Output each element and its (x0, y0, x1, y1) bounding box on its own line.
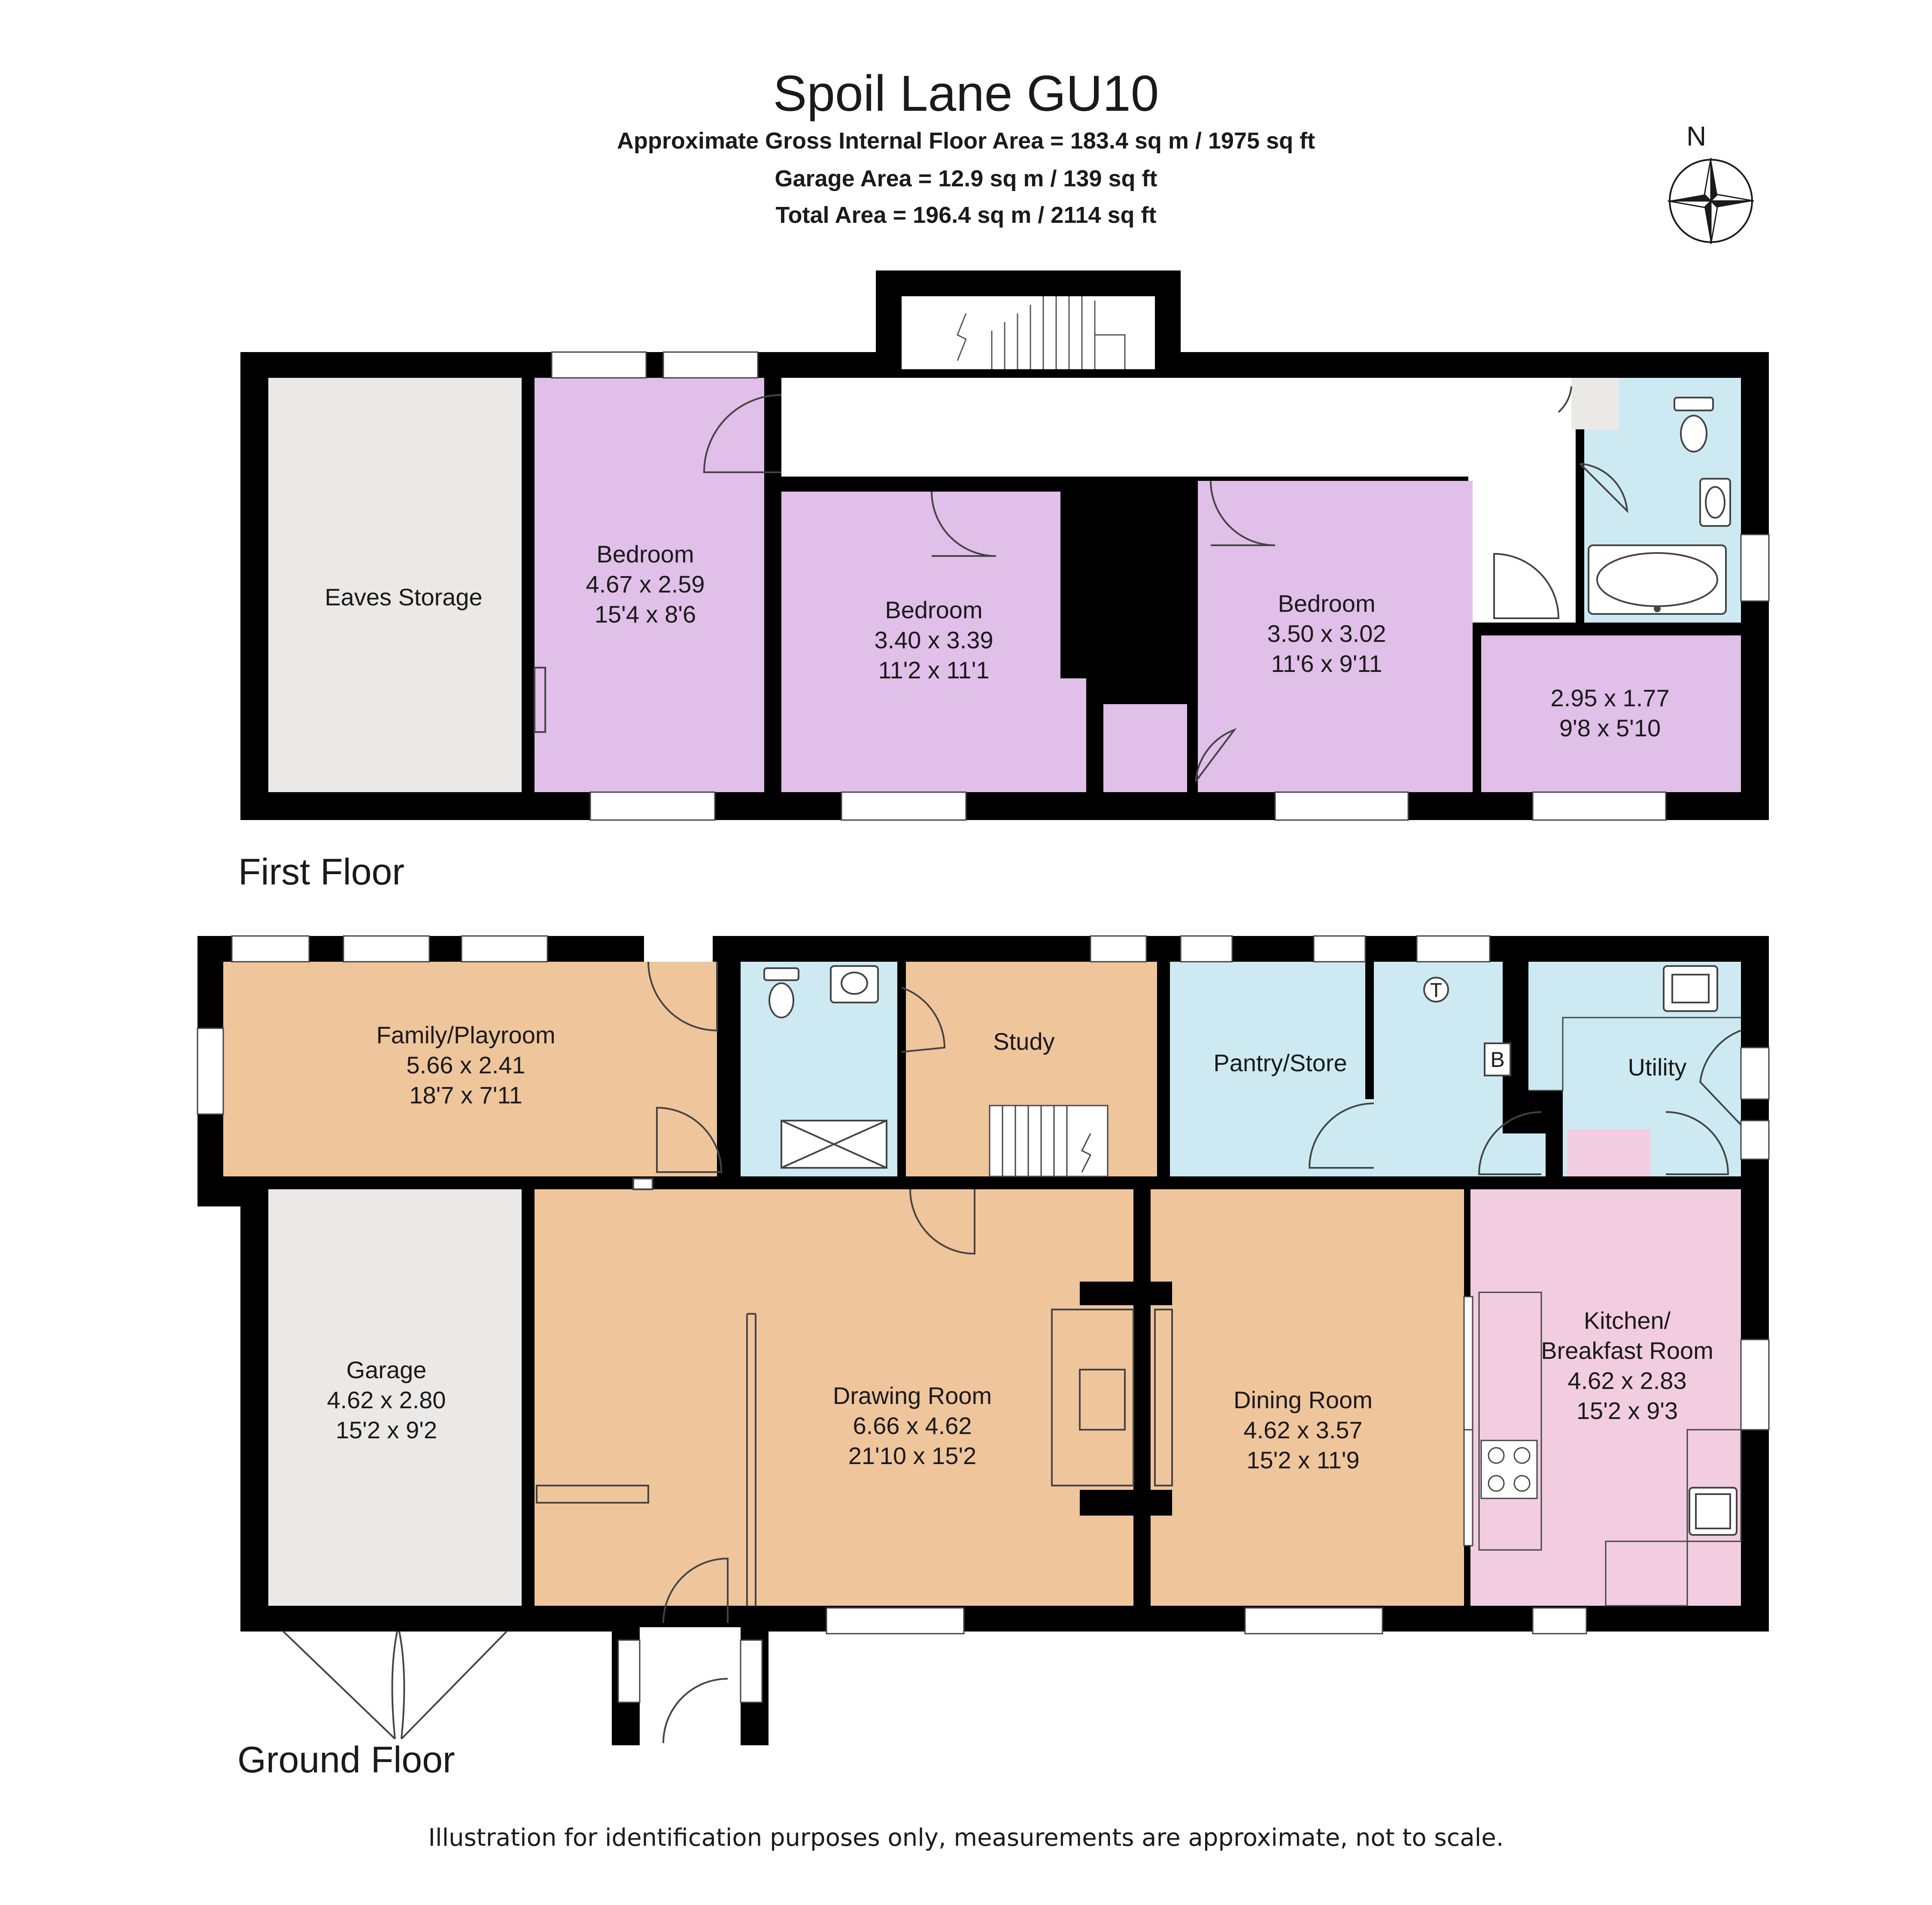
dining-metric: 4.62 x 3.57 (1243, 1416, 1362, 1443)
bedroom3-imperial: 11'6 x 9'11 (1271, 650, 1382, 677)
small-room-metric: 2.95 x 1.77 (1550, 684, 1669, 711)
first-floor-cupboard (1103, 704, 1187, 792)
first-floor-windows (551, 351, 1770, 821)
bath-icon (1588, 544, 1727, 615)
drawing-name: Drawing Room (833, 1382, 992, 1409)
dining-name: Dining Room (1233, 1386, 1373, 1413)
dressing-room (1481, 635, 1741, 792)
drawing-metric: 6.66 x 4.62 (853, 1412, 972, 1439)
garage-imperial: 15'2 x 9'2 (336, 1416, 437, 1443)
drawing-imperial: 21'10 x 15'2 (848, 1442, 977, 1469)
first-floor-plan: Eaves Storage Bedroom 4.67 x 2.59 15'4 x… (240, 270, 1770, 821)
sink-icon (1699, 478, 1731, 527)
family-metric: 5.66 x 2.41 (406, 1051, 525, 1079)
boiler-icon (1484, 1042, 1511, 1076)
bedroom2-metric: 3.40 x 3.39 (874, 626, 993, 653)
bedroom3-metric: 3.50 x 3.02 (1267, 620, 1386, 647)
compass-icon (1668, 158, 1754, 244)
bedroom3-name: Bedroom (1278, 590, 1375, 617)
garage-area-text: Garage Area = 12.9 sq m / 139 sq ft (775, 166, 1157, 191)
drawing-room (535, 1189, 1133, 1606)
family-name: Family/Playroom (377, 1021, 556, 1048)
toilet-icon (1674, 397, 1714, 453)
bedroom2-imperial: 11'2 x 11'1 (878, 656, 989, 684)
bedroom1-metric: 4.67 x 2.59 (586, 571, 705, 598)
kitchen-metric: 4.62 x 2.83 (1567, 1367, 1686, 1394)
kitchen-imperial: 15'2 x 9'3 (1577, 1397, 1678, 1424)
bedroom2-name: Bedroom (885, 596, 982, 623)
study-name: Study (993, 1028, 1054, 1055)
utility-name: Utility (1628, 1054, 1687, 1081)
ground-floor-label: Ground Floor (237, 1739, 455, 1780)
tank-symbol: T (1430, 979, 1442, 1001)
garage-name: Garage (346, 1356, 427, 1383)
kitchen-name-line2: Breakfast Room (1541, 1337, 1713, 1364)
ground-floor-stairs (989, 1105, 1109, 1177)
eaves-storage-label: Eaves Storage (325, 583, 482, 611)
bedroom-3 (1198, 481, 1473, 792)
landing (781, 378, 1576, 477)
garage-metric: 4.62 x 2.80 (327, 1386, 446, 1413)
ground-floor-doors (536, 961, 1742, 1744)
first-floor-doors (534, 386, 1628, 782)
dining-imperial: 15'2 x 11'9 (1246, 1446, 1359, 1474)
first-floor-stairs (957, 296, 1126, 369)
ground-floor-plan: T B Family/Playroom 5.66 x 2.41 18'7 x 7… (197, 935, 1770, 1745)
ground-toilet-icon (763, 967, 799, 1018)
bedroom1-name: Bedroom (596, 541, 694, 568)
stairwell (902, 296, 1155, 369)
hob-icon (1480, 1440, 1538, 1499)
north-label: N (1686, 121, 1707, 152)
ground-sink-icon (830, 965, 879, 1003)
floorplan-title: Spoil Lane GU10 (773, 65, 1159, 122)
porch (640, 1627, 741, 1745)
garage-doors (283, 1631, 507, 1740)
eaves-storage-room (268, 378, 522, 792)
first-floor-label: First Floor (238, 851, 404, 893)
shower-icon (781, 1120, 887, 1169)
bedroom-2 (781, 492, 1086, 792)
fireplace-icon (1079, 1369, 1126, 1431)
disclaimer-text: Illustration for identification purposes… (428, 1824, 1504, 1852)
family-playroom (223, 962, 717, 1176)
tank-icon (1423, 977, 1449, 1003)
family-imperial: 18'7 x 7'11 (409, 1082, 522, 1109)
bedroom-1 (535, 378, 764, 792)
pantry-name: Pantry/Store (1213, 1049, 1347, 1076)
gross-area-text: Approximate Gross Internal Floor Area = … (617, 128, 1315, 154)
kitchen-sink-icon (1689, 1487, 1738, 1536)
kitchen-name-line1: Kitchen/ (1584, 1307, 1671, 1334)
total-area-text: Total Area = 196.4 sq m / 2114 sq ft (775, 202, 1157, 228)
ground-floor-windows (197, 935, 1770, 1703)
utility-sink-icon (1663, 965, 1718, 1012)
small-room-imperial: 9'8 x 5'10 (1559, 714, 1661, 741)
bedroom1-imperial: 15'4 x 8'6 (595, 601, 696, 628)
dining-room (1151, 1189, 1473, 1606)
garage-room (268, 1189, 522, 1606)
boiler-symbol: B (1490, 1048, 1504, 1072)
